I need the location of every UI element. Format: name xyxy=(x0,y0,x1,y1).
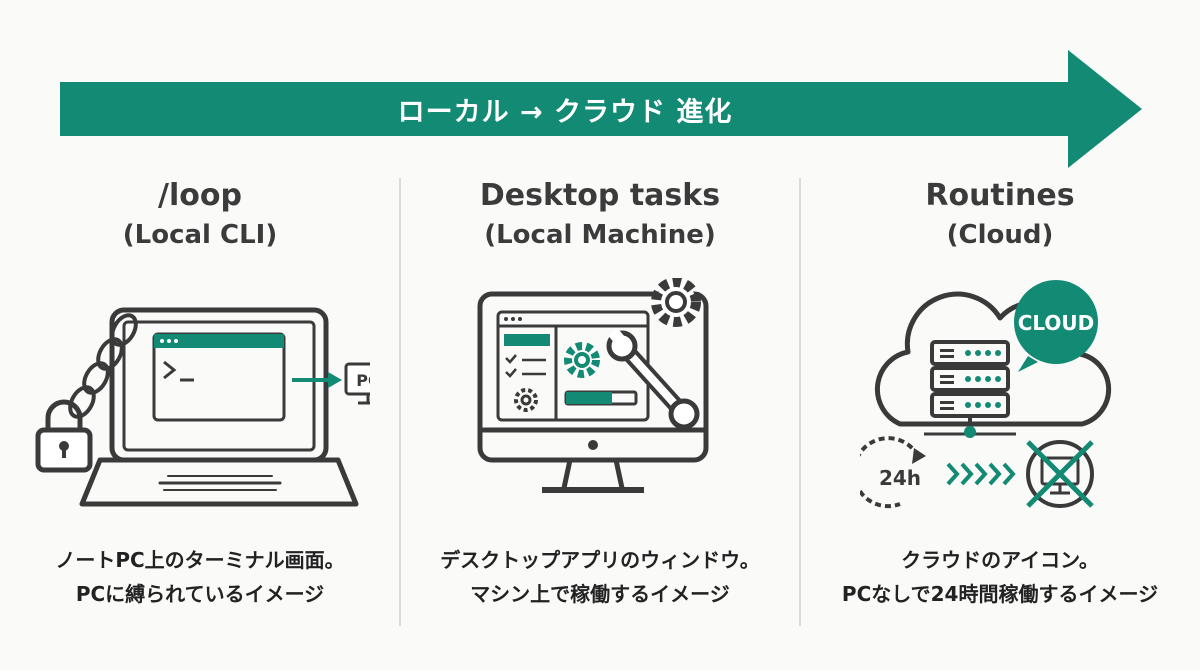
column-divider xyxy=(799,178,801,626)
cloud-server-icon: CLOUD 24h xyxy=(860,280,1112,509)
evolution-arrow xyxy=(60,50,1142,168)
column-desc-line2: マシン上で稼働するイメージ xyxy=(470,582,730,606)
column-routines: Routines (Cloud) CLOUD 24h xyxy=(800,178,1200,626)
column-subtitle: (Local CLI) xyxy=(122,220,278,250)
desktop-app-window-icon xyxy=(477,278,709,493)
cloud-label: CLOUD xyxy=(1018,311,1095,335)
pc-label: PC xyxy=(356,371,370,390)
laptop-terminal-chained-icon: PC xyxy=(35,307,370,507)
column-desc-line1: ノートPC上のターミナル画面。 xyxy=(55,548,345,572)
column-subtitle: (Local Machine) xyxy=(484,220,716,250)
column-subtitle: (Cloud) xyxy=(946,220,1054,250)
column-desc-line1: デスクトップアプリのウィンドウ。 xyxy=(440,548,760,572)
column-desc-line1: クラウドのアイコン。 xyxy=(901,548,1099,572)
column-title: /loop xyxy=(158,178,242,213)
column-divider xyxy=(399,178,401,626)
column-loop: /loop (Local CLI) PC xyxy=(0,178,400,626)
column-desktop-tasks: Desktop tasks (Local Machine) xyxy=(400,178,800,626)
clock-label: 24h xyxy=(879,466,921,490)
column-title: Desktop tasks xyxy=(479,178,721,213)
column-desc-line2: PCに縛られているイメージ xyxy=(75,582,325,606)
column-desc-line2: PCなしで24時間稼働するイメージ xyxy=(841,582,1159,606)
column-title: Routines xyxy=(925,178,1075,213)
evolution-label: ローカル → クラウド 進化 xyxy=(397,96,733,128)
